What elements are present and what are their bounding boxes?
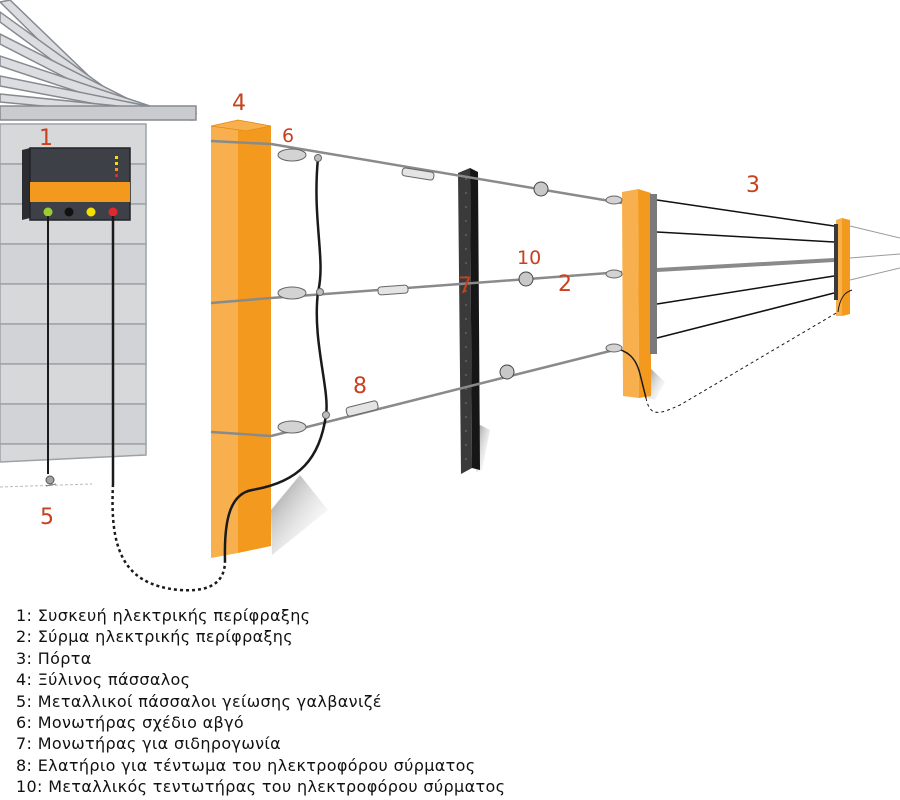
metal-t-post (458, 168, 480, 474)
terminal-red (108, 207, 118, 217)
post-shadow-right (648, 368, 665, 400)
label-6: 6 (282, 125, 294, 147)
tension-springs (345, 167, 435, 417)
post-shadow (271, 475, 328, 555)
label-7: 7 (458, 274, 472, 299)
live-cable-buried (111, 483, 227, 592)
terminal-yellow (86, 207, 96, 217)
label-2: 2 (558, 272, 572, 297)
legend-item-8: 8: Ελατήριο για τέντωμα του ηλεκτροφόρου… (16, 755, 476, 775)
gate-cable-buried (645, 311, 839, 413)
house (0, 0, 198, 488)
gate-post-left (622, 189, 657, 398)
legend-item-2: 2: Σύρμα ηλεκτρικής περίφραξης (16, 627, 293, 647)
gate-tape (656, 258, 835, 272)
label-8: 8 (353, 374, 367, 399)
label-5: 5 (40, 505, 54, 530)
house-roof (0, 0, 198, 121)
legend-item-1: 1: Συσκευή ηλεκτρικής περίφραξης (16, 606, 311, 625)
legend-item-10: 10: Μεταλλικός τεντωτήρας του ηλεκτροφόρ… (16, 777, 506, 797)
legend-item-7: 7: Μονωτήρας για σιδηρογωνία (16, 734, 282, 754)
legend-item-5: 5: Μεταλλικοί πάσσαλοι γείωσης γαλβανιζέ (16, 691, 382, 711)
fence-energizer (22, 147, 131, 221)
legend: 1: Συσκευή ηλεκτρικής περίφραξης 2: Σύρμ… (16, 605, 505, 798)
gate-post-right (834, 218, 850, 316)
label-1: 1 (39, 126, 53, 151)
legend-item-3: 3: Πόρτα (16, 648, 92, 668)
ground-rod (45, 475, 57, 487)
egg-insulators (277, 148, 623, 434)
distant-wires (849, 225, 900, 281)
label-4: 4 (232, 91, 246, 116)
wooden-post (210, 119, 272, 558)
label-3: 3 (746, 173, 760, 198)
terminal-green (43, 207, 53, 217)
legend-item-6: 6: Μονωτήρας σχέδιο αβγό (16, 713, 245, 733)
gate-cable-right (837, 289, 853, 313)
fence-wires (210, 139, 623, 438)
label-10: 10 (517, 247, 541, 269)
terminal-black (64, 207, 74, 217)
legend-item-4: 4: Ξύλινος πάσσαλος (16, 670, 191, 690)
gate-wires (656, 199, 835, 339)
electric-fence-diagram: 1 2 3 4 5 6 7 8 10 (0, 0, 900, 592)
wire-tensioners (499, 181, 549, 380)
